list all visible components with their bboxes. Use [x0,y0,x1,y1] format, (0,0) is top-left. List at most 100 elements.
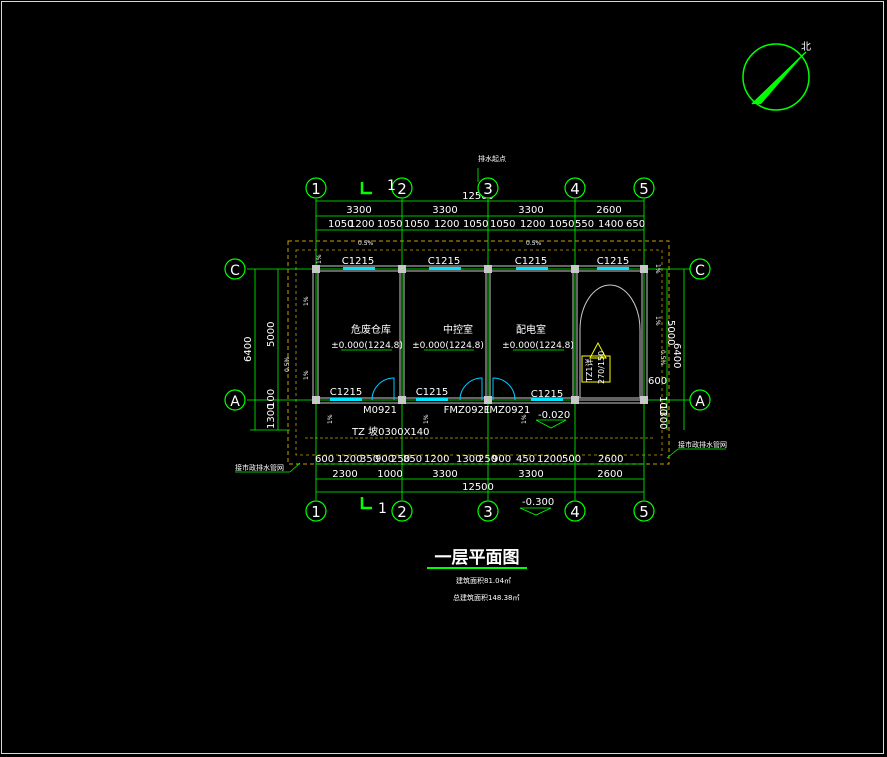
left-sub-dim: 1300 [266,404,277,429]
grid-bubbles-bottom: 1 2 3 4 5 [305,500,655,522]
bottom-sub-dim: 350 [360,454,379,465]
window-label: C1215 [515,256,547,267]
bottom-sub-dim: 450 [516,454,535,465]
top-sub-dim: 1200 [520,219,545,230]
slope-value: 0.5% [358,240,374,247]
room-level: ±0.000(1224.8) [331,341,403,351]
slope-labels: 1% 1% 1% 1% 1% 1% 1% 1% 0.5% 0.5% 0.5% 0… [284,240,666,424]
paving-boundary [287,240,670,465]
right-dimensions [666,269,685,430]
stair-label: TZ1详 [584,359,594,383]
bottom-bay-dim-4: 3300 [518,469,543,480]
top-bay-dim-1: 3300 [346,205,371,216]
bottom-sub-dimensions: 600 1200 350 900 250 850 1200 1300 250 9… [315,454,623,465]
section-mark-label: 1 [387,178,396,194]
left-small-dim: 100 [266,389,277,408]
walls [312,265,648,404]
top-sub-dim: 650 [626,219,645,230]
room-level: ±0.000(1224.8) [412,341,484,351]
top-sub-dim: 1400 [598,219,623,230]
slope-label: 1% [521,414,528,424]
north-compass: 北 [742,41,811,111]
slope-label: 1% [654,316,661,326]
bottom-bay-dim-3: 3300 [432,469,457,480]
window-label: C1215 [531,389,563,400]
drain-note-left: 接市政排水管网 [235,463,284,472]
rooms: 危废仓库 ±0.000(1224.8) 中控室 ±0.000(1224.8) 配… [331,323,574,351]
bottom-sub-dim: 1200 [424,454,449,465]
door-label: FMZ0921 [444,405,491,416]
right-small-dim: 100 [657,396,668,415]
stair-marker: TZ1详 270/150 [581,341,611,384]
grid-label-c-left: C [230,263,240,279]
window-label: C1215 [416,387,448,398]
slope-label: 1% [316,254,323,264]
room-name: 危废仓库 [351,323,391,336]
window-label: C1215 [342,256,374,267]
grid-label-5-bottom: 5 [639,503,649,521]
grid-label-5: 5 [639,180,649,198]
top-bay-dim-4: 2600 [596,205,621,216]
top-sub-dim: 550 [575,219,594,230]
grid-label-2-bottom: 2 [397,503,407,521]
compass-circle [742,43,810,111]
slope-value: 0.5% [284,356,291,372]
top-sub-dim: 1200 [434,219,459,230]
left-total-dim: 6400 [243,337,254,362]
grid-label-3: 3 [483,180,493,198]
door-label: FMZ0921 [484,405,531,416]
stair-label: 270/150 [597,351,606,384]
grid-bubbles-rows: C A C A [224,258,711,411]
outdoor-level: -0.020 [538,410,570,421]
bottom-dimensions [316,463,644,493]
section-mark-label: 1 [378,501,387,517]
top-sub-dim: 1050 [377,219,402,230]
doors [371,377,516,401]
section-mark-bottom: 1 [360,497,387,517]
right-bay-dim: 5000 [665,320,676,345]
slope-label: 1% [654,264,661,274]
top-sub-dim: 1050 [490,219,515,230]
right-total-dim: 6400 [671,343,682,368]
bottom-sub-dim: 250 [478,454,497,465]
north-label: 北 [801,41,811,53]
windows-bottom: C1215 C1215 C1215 [330,387,563,401]
top-overall-dim: 12500 [462,191,494,202]
bottom-sub-dim: 850 [403,454,422,465]
bottom-sub-dim: 500 [562,454,581,465]
grid-label-4-bottom: 4 [570,503,580,521]
right-sub-dim: 1300 [657,404,668,429]
axis-lines [247,199,690,500]
bottom-sub-dim: 900 [375,454,394,465]
slope-value: 0.5% [659,350,666,366]
top-note: 排水起点 [478,154,506,163]
slope-label: 1% [327,414,334,424]
slope-label: 1% [423,414,430,424]
window-label: C1215 [330,387,362,398]
top-sub-dim: 1200 [349,219,374,230]
top-sub-dim: 1050 [463,219,488,230]
grid-label-1-bottom: 1 [311,503,321,521]
top-bay-dim-2: 3300 [432,205,457,216]
top-dimensions [316,200,644,231]
grid-label-2: 2 [397,180,407,198]
slope-label: 1% [303,296,310,306]
grid-bubbles-top: 1 2 3 4 5 [305,177,655,199]
bottom-sub-dim: 1200 [537,454,562,465]
grid-label-1: 1 [311,180,321,198]
grid-label-a-left: A [230,394,240,410]
grid-label-c-right: C [695,263,705,279]
top-bay-dim-3: 3300 [518,205,543,216]
ground-level: -0.300 [522,497,554,508]
grid-label-a-right: A [695,394,705,410]
grid-label-4: 4 [570,180,580,198]
slope-label: 1% [303,370,310,380]
left-bay-dim: 5000 [266,322,277,347]
bottom-bay-dim-5: 2600 [597,469,622,480]
bottom-sub-dim: 1200 [337,454,362,465]
bottom-sub-dim: 900 [492,454,511,465]
bottom-bay-dim-2: 1000 [377,469,402,480]
top-sub-dim: 1050 [404,219,429,230]
